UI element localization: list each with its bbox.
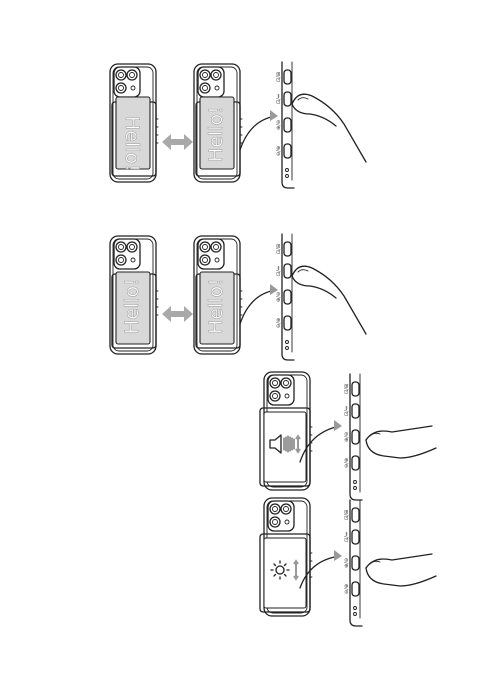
- screen-text: Hello!: [121, 116, 143, 172]
- edge-closeup-3: ⊡/⊞ ⊡/⇔ ⊕/⊖ ⊖/⊕: [344, 374, 436, 500]
- button-label: ⊕/⊖: [344, 432, 350, 442]
- button-label: ⊡/⊞: [344, 510, 350, 520]
- button-label: ⊖/⊕: [276, 318, 282, 328]
- button-label: ⊕/⊖: [276, 292, 282, 302]
- arrow-head: [270, 110, 278, 121]
- screen-text: Hello!: [205, 106, 227, 162]
- panel-3: ⊡/⊞ ⊡/⇔ ⊕/⊖ ⊖/⊕: [260, 372, 436, 500]
- button-label: ⊖/⊕: [276, 146, 282, 156]
- phone-volume: [260, 372, 312, 490]
- edge-closeup-2: ⊡/⊞ ⊡/⇔ ⊕/⊖ ⊖/⊕: [276, 234, 366, 360]
- panel-1: Hello! Hello! ⊡/⊞ ⊡/⇔ ⊕/⊖ ⊖/⊕: [110, 62, 366, 188]
- button-label: ⊕/⊖: [344, 558, 350, 568]
- button-label: ⊕/⊖: [276, 120, 282, 130]
- curve-arrow: [240, 116, 276, 150]
- button-label: ⊖/⊕: [344, 458, 350, 468]
- phone-right-1: Hello!: [194, 64, 242, 182]
- phone-brightness: [260, 498, 312, 616]
- button-label: ⊡/⇔: [344, 406, 350, 416]
- phone-right-2: Hello!: [194, 236, 242, 354]
- screen-text: Hello!: [205, 278, 227, 334]
- double-arrow-icon: [162, 306, 193, 322]
- button-label: ⊡/⇔: [344, 532, 350, 542]
- panel-4: ⊡/⊞ ⊡/⇔ ⊕/⊖ ⊖/⊕: [260, 498, 436, 626]
- swap-arrow-2: [162, 306, 193, 322]
- button-label: ⊡/⊞: [344, 384, 350, 394]
- edge-closeup-1: ⊡/⊞ ⊡/⇔ ⊕/⊖ ⊖/⊕: [276, 62, 366, 188]
- curve-arrow: [240, 290, 276, 324]
- button-label: ⊖/⊕: [344, 584, 350, 594]
- eink-screen: [264, 538, 306, 608]
- finger: [292, 266, 366, 334]
- button-label: ⊡/⊞: [276, 72, 282, 82]
- edge-closeup-4: ⊡/⊞ ⊡/⇔ ⊕/⊖ ⊖/⊕: [344, 500, 436, 626]
- button-label: ⊡/⇔: [276, 94, 282, 104]
- phone-left-1: Hello!: [110, 64, 158, 182]
- panel-2: Hello! Hello! ⊡/⊞ ⊡/⇔ ⊕/⊖ ⊖/⊕: [110, 234, 366, 360]
- button-label: ⊡/⇔: [276, 266, 282, 276]
- phone-left-2: Hello!: [110, 236, 158, 354]
- swap-arrow-1: [162, 134, 193, 150]
- double-arrow-icon: [162, 134, 193, 150]
- finger: [292, 94, 366, 162]
- button-label: ⊡/⊞: [276, 244, 282, 254]
- screen-text: Hello!: [121, 278, 143, 334]
